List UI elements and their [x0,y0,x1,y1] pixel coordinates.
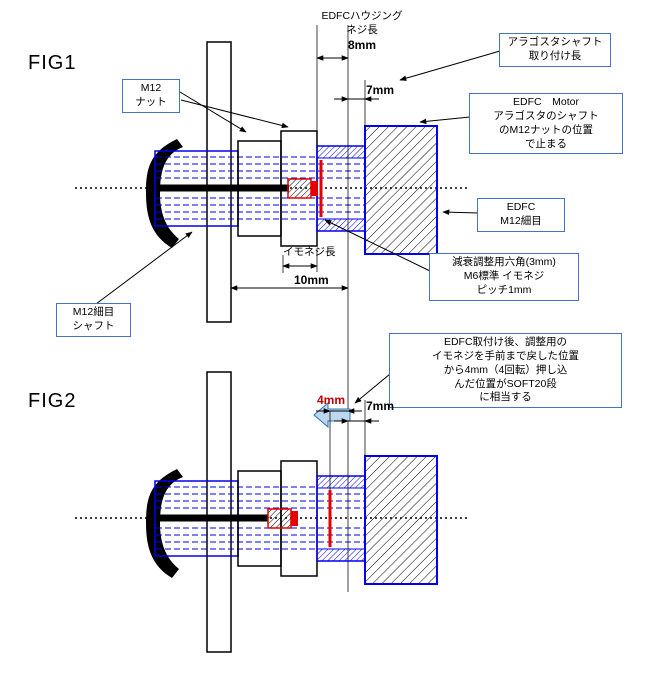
leader-m12nut-2 [180,99,289,129]
fig1-motor-callout: EDFC Motor アラゴスタのシャフト のM12ナットの位置 で止まる [469,93,623,155]
fig2-note-callout: EDFC取付け後、調整用の イモネジを手前まで戻した位置 から4mm（4回転）押… [389,333,622,409]
leader-fig2-note [354,373,391,404]
housing-note-8mm: 8mm [347,37,376,52]
fig2-edfc-motor [364,455,438,585]
housing-note-line2: ネジ長 [346,23,378,36]
fig1-imoneji-length-label: イモネジ長 [283,246,336,258]
fig1-dimension-lines [230,55,379,291]
leader-m12nut-1 [179,91,247,133]
housing-note-line1: EDFCハウジング [321,10,403,22]
fig2-spring-perch [146,469,183,578]
fig1-dim-10mm: 10mm [294,273,329,287]
fig1-drawing [75,25,501,592]
fig1-aragosta-callout: アラゴスタシャフト 取り付け長 [499,33,611,67]
fig1-set-screw [287,160,323,217]
leader-adjust-hex [324,219,431,272]
leader-motor [419,116,471,125]
fig2-dim-7mm: 7mm [366,399,395,413]
fig1-housing-note: EDFCハウジング ネジ長 8mm [318,10,406,54]
fig1-extension-lines [282,25,366,592]
fig1-edfc-motor [364,125,438,255]
leader-edfc-m12 [442,209,479,215]
fig1-leader-lines [95,50,501,305]
fig1-thread-lines [156,156,364,220]
fig2-set-screw [267,490,332,547]
fig2-extension-lines [329,400,366,490]
fig1-spring-perch [146,139,183,248]
fig2-dimension-lines [316,408,379,424]
fig1-m12-shaft-callout: M12細目 シャフト [56,303,131,337]
fig1-adjust-hex-callout: 減衰調整用六角(3mm) M6標準 イモネジ ピッチ1mm [429,253,579,301]
fig1-title: FIG1 [28,52,77,74]
fig2-title: FIG2 [28,390,77,412]
fig1-dim-7mm: 7mm [366,83,395,97]
fig1-mount-plate [206,41,232,323]
fig2-dim-4mm: 4mm [317,393,346,407]
fig1-m12-nut-callout: M12 ナット [122,79,180,113]
leader-aragosta [399,50,501,81]
fig2-drawing [75,371,470,653]
fig2-mount-plate [206,371,232,653]
fig2-leader-lines [354,373,391,404]
fig1-edfc-m12-callout: EDFC M12細目 [477,198,565,232]
leader-m12-shaft [95,231,193,305]
